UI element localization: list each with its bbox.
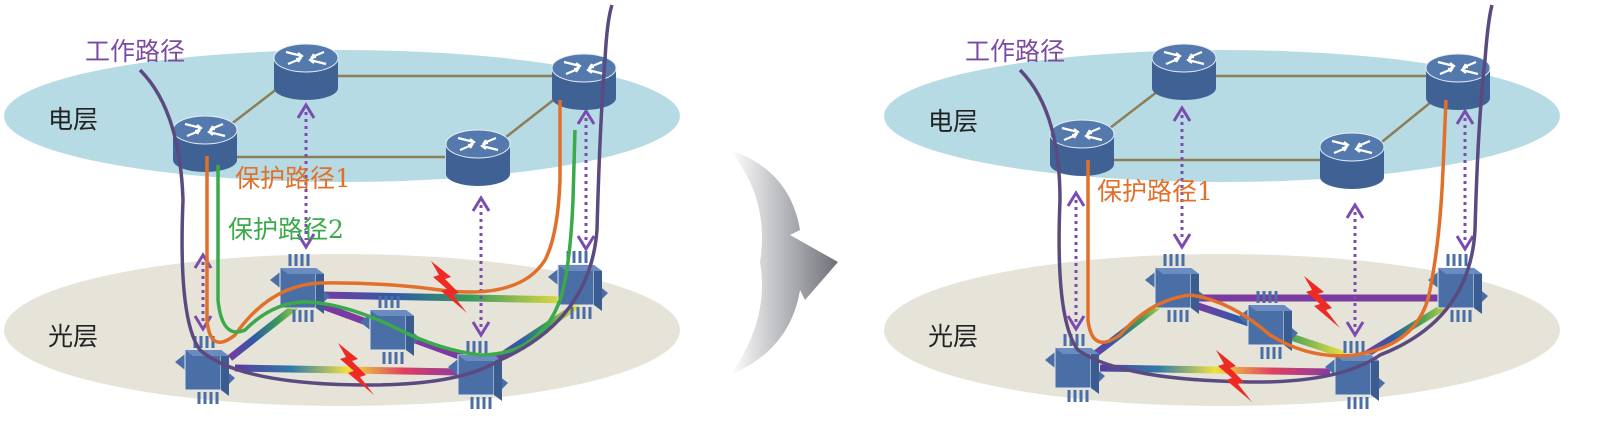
working-path-line: [138, 4, 614, 387]
optical-layer-label: 光层: [928, 322, 978, 351]
router-icon[interactable]: [1150, 42, 1218, 102]
transition-arrow-icon: [730, 150, 838, 375]
working-path-label: 工作路径: [965, 37, 1065, 66]
optical-layer: [884, 254, 1560, 406]
protection-path-1-label: 保护路径1: [1097, 177, 1213, 206]
protection-path-1-line: [205, 100, 562, 344]
optical-layer: [4, 254, 680, 406]
electric-layer-label: 电层: [48, 105, 98, 134]
left-panel: 工作路径 电层 光层 保护路径1 保护路径2: [4, 4, 680, 411]
cross-layer-links: [1066, 105, 1475, 338]
right-panel: 工作路径 电层 光层 保护路径1: [884, 4, 1560, 411]
cross-layer-links: [193, 102, 596, 338]
electric-links: [1109, 74, 1440, 162]
working-path-label: 工作路径: [85, 37, 185, 66]
router-icon[interactable]: [444, 128, 512, 188]
router-icon[interactable]: [171, 114, 239, 174]
electric-layer-label: 电层: [928, 107, 978, 136]
router-icon[interactable]: [272, 42, 340, 102]
optical-layer-label: 光层: [48, 322, 98, 351]
protection-path-2-line: [216, 129, 577, 357]
protection-path-1-line: [1086, 99, 1448, 358]
router-icon[interactable]: [1318, 131, 1386, 191]
protection-path-2-label: 保护路径2: [228, 215, 344, 244]
working-path-line: [1018, 4, 1494, 384]
protection-path-1-label: 保护路径1: [235, 164, 351, 193]
electric-links: [229, 74, 560, 159]
